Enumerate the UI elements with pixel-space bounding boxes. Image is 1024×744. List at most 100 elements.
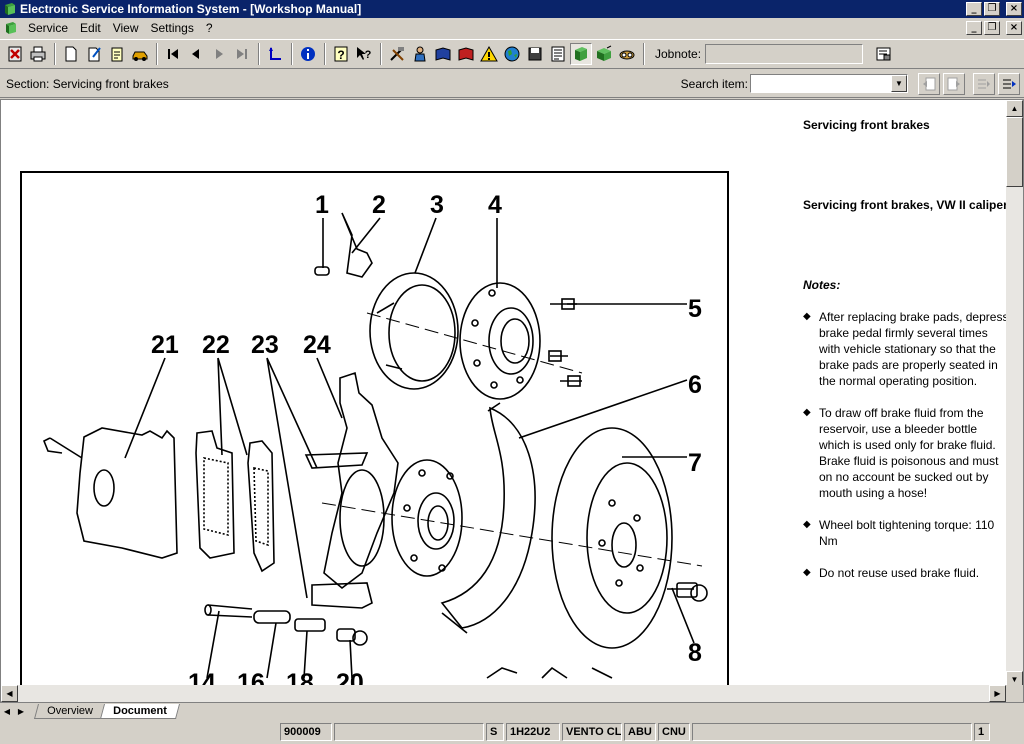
jobnote-button[interactable]: [873, 43, 895, 65]
search-next-button[interactable]: [943, 72, 965, 95]
tabs-bar: ◀ ▶ Overview Document: [0, 703, 1024, 720]
warning-icon: [480, 45, 498, 62]
callout-21: 21: [151, 331, 179, 359]
notes-button[interactable]: [106, 43, 128, 65]
jobnote-edit-icon: [876, 47, 891, 61]
glasses-icon: [619, 50, 635, 60]
repair-manual-button[interactable]: [455, 43, 477, 65]
vertical-scrollbar[interactable]: ▲ ▼: [1006, 100, 1023, 688]
doc-restore-button[interactable]: ❐: [984, 21, 1000, 35]
status-doc-number: 900009: [280, 723, 332, 741]
note-item: ◆ Wheel bolt tightening torque: 110 Nm: [803, 517, 1009, 549]
brake-exploded-view: 1 2 3 4 5 6 7 8 21 22 23 24 14 16 18 20: [42, 191, 708, 691]
status-code: 1H22U2: [506, 723, 560, 741]
globe-button[interactable]: [501, 43, 523, 65]
note-item: ◆ To draw off brake fluid from the reser…: [803, 405, 1009, 501]
title-bar: Electronic Service Information System - …: [0, 0, 1024, 18]
note-text: To draw off brake fluid from the reservo…: [819, 406, 999, 500]
scroll-up-icon[interactable]: ▲: [1006, 100, 1023, 117]
tab-overview[interactable]: Overview: [33, 704, 106, 719]
scroll-right-icon[interactable]: ▶: [989, 685, 1006, 702]
status-cnu: CNU: [658, 723, 690, 741]
brake-diagram: 1 2 3 4 5 6 7 8 21 22 23 24 14 16 18 20: [20, 171, 729, 691]
car-icon: [132, 51, 148, 61]
edit-page-icon: [88, 47, 101, 62]
menu-help[interactable]: ?: [205, 21, 213, 35]
edit-note-button[interactable]: [83, 43, 105, 65]
close-button[interactable]: ×: [1006, 2, 1022, 16]
menu-view[interactable]: View: [112, 21, 139, 35]
first-button[interactable]: [162, 43, 184, 65]
tab-overview-label: Overview: [47, 705, 93, 717]
tab-prev-icon[interactable]: ◀: [3, 706, 11, 716]
last-button[interactable]: [231, 43, 253, 65]
vehicle-button[interactable]: [129, 43, 151, 65]
vertical-scroll-thumb[interactable]: [1006, 117, 1023, 187]
search-input[interactable]: ▼: [750, 74, 908, 93]
glasses-button[interactable]: [616, 43, 638, 65]
find-next-icon: [947, 77, 960, 90]
diamond-bullet-icon: ◆: [803, 407, 811, 418]
horizontal-scrollbar[interactable]: ◀ ▶: [1, 685, 1006, 702]
note-text: Do not reuse used brake fluid.: [819, 566, 980, 580]
minimize-button[interactable]: _: [966, 2, 982, 16]
callout-1: 1: [315, 191, 329, 219]
restore-button[interactable]: ❐: [984, 2, 1000, 16]
workshop-button[interactable]: [409, 43, 431, 65]
chevron-down-icon[interactable]: ▼: [891, 75, 907, 92]
note-item: ◆ After replacing brake pads, depress br…: [803, 309, 1009, 389]
scroll-left-icon[interactable]: ◀: [1, 685, 18, 702]
document-title: Servicing front brakes: [803, 118, 930, 132]
jobnote-field[interactable]: [705, 44, 864, 64]
status-empty-field: [334, 723, 484, 741]
current-flow-button[interactable]: [593, 43, 615, 65]
info-button[interactable]: [297, 43, 319, 65]
tab-document[interactable]: Document: [99, 704, 180, 719]
previous-button[interactable]: [185, 43, 207, 65]
printer-icon: [30, 46, 46, 62]
tab-next-icon[interactable]: ▶: [17, 706, 25, 716]
callout-24: 24: [303, 331, 331, 359]
section-label: Section: Servicing front brakes: [6, 76, 169, 91]
document-subtitle: Servicing front brakes, VW II caliper: [803, 198, 1008, 212]
menu-service[interactable]: Service: [28, 21, 69, 35]
exit-button[interactable]: [4, 43, 26, 65]
menu-settings[interactable]: Settings: [150, 21, 194, 35]
context-help-button[interactable]: ?: [353, 43, 375, 65]
document-view-button[interactable]: [547, 43, 569, 65]
callout-6: 6: [688, 371, 702, 399]
new-button[interactable]: [60, 43, 82, 65]
book-blue-icon: [435, 47, 451, 61]
tools-button[interactable]: [386, 43, 408, 65]
info-icon: [301, 47, 315, 61]
doc-close-button[interactable]: ×: [1006, 21, 1022, 35]
app-icon: [5, 3, 15, 15]
print-button[interactable]: [27, 43, 49, 65]
previous-icon: [192, 49, 199, 59]
callout-8: 8: [688, 639, 702, 667]
tools-icon: [390, 47, 404, 61]
manual-button[interactable]: [432, 43, 454, 65]
help-button[interactable]: ?: [330, 43, 352, 65]
expand-button[interactable]: [998, 72, 1020, 95]
doc-minimize-button[interactable]: _: [966, 21, 982, 35]
warning-button[interactable]: [478, 43, 500, 65]
next-button[interactable]: [208, 43, 230, 65]
window-title: Electronic Service Information System - …: [20, 2, 362, 16]
green-book-icon: [575, 47, 587, 61]
document-lines-icon: [551, 46, 565, 62]
back-button[interactable]: [264, 43, 286, 65]
document-area: 1 2 3 4 5 6 7 8 21 22 23 24 14 16 18 20: [0, 99, 1024, 703]
save-button[interactable]: [524, 43, 546, 65]
mechanic-icon: [414, 46, 426, 62]
new-page-icon: [65, 46, 77, 62]
first-page-icon: [168, 49, 178, 59]
collapse-button[interactable]: [973, 72, 995, 95]
menu-edit[interactable]: Edit: [80, 21, 101, 35]
notes-icon: [111, 47, 123, 62]
menu-bar: Service Edit View Settings ? _ ❐ ×: [0, 18, 1024, 38]
status-s: S: [486, 723, 504, 741]
workshop-manual-button[interactable]: [570, 43, 592, 65]
search-previous-button[interactable]: [918, 72, 940, 95]
last-page-icon: [237, 49, 247, 59]
